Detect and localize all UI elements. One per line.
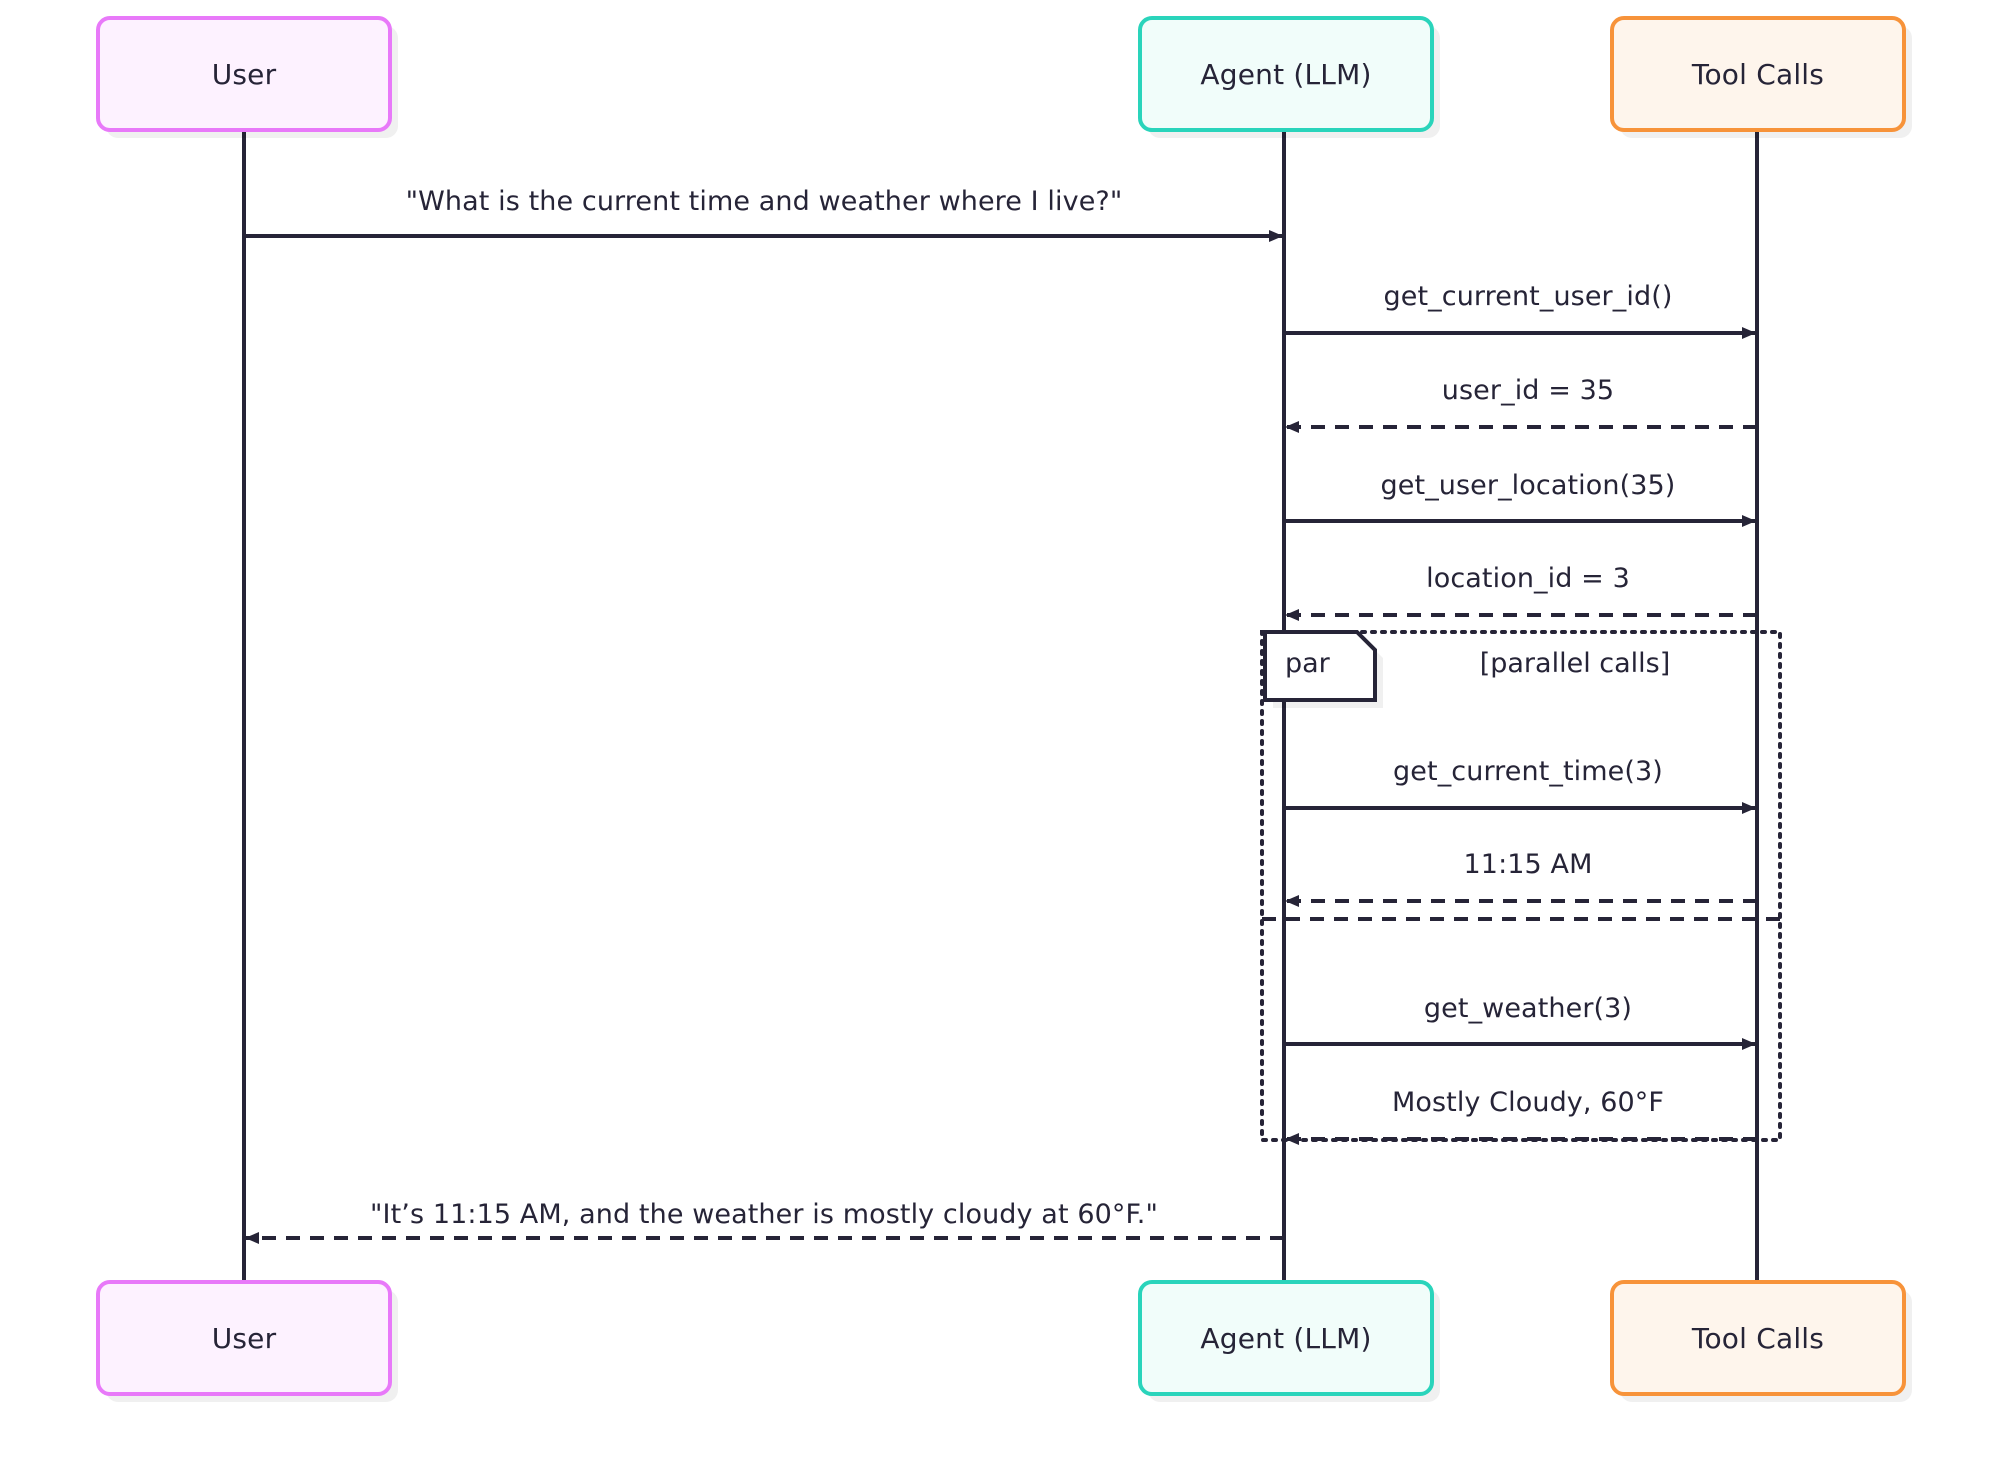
fragment-tag-box [1263,630,1377,702]
lifelines-group [242,132,1759,1280]
actor-label-user: User [211,57,277,91]
fragment-condition-label: [parallel calls] [1479,648,1671,679]
message-label-2: get_current_user_id() [1383,281,1673,312]
actor-box-tools-bottom[interactable]: Tool Calls [1610,1280,1906,1396]
message-label-5: location_id = 3 [1426,563,1630,594]
fragment-operator-label: par [1285,648,1330,679]
actor-box-user-top[interactable]: User [96,16,392,132]
actor-label-agent: Agent (LLM) [1200,1321,1372,1355]
actor-label-tools: Tool Calls [1691,1321,1825,1355]
fragment-frame-par [1260,630,1782,1142]
message-label-7: 11:15 AM [1463,849,1593,880]
actor-box-tools-top[interactable]: Tool Calls [1610,16,1906,132]
message-label-3: user_id = 35 [1441,375,1615,406]
arrows-group [244,230,1757,1244]
fragments-group [1260,630,1782,1142]
message-label-9: Mostly Cloudy, 60°F [1391,1087,1665,1118]
actor-label-tools: Tool Calls [1691,57,1825,91]
actor-box-user-bottom[interactable]: User [96,1280,392,1396]
actor-box-agent-bottom[interactable]: Agent (LLM) [1138,1280,1434,1396]
actor-label-agent: Agent (LLM) [1200,57,1372,91]
message-label-1: "What is the current time and weather wh… [405,186,1123,217]
message-label-4: get_user_location(35) [1380,470,1676,501]
message-label-6: get_current_time(3) [1393,756,1663,787]
message-label-10: "It’s 11:15 AM, and the weather is mostl… [370,1199,1158,1230]
actor-label-user: User [211,1321,277,1355]
message-label-8: get_weather(3) [1423,993,1633,1024]
actor-box-agent-top[interactable]: Agent (LLM) [1138,16,1434,132]
